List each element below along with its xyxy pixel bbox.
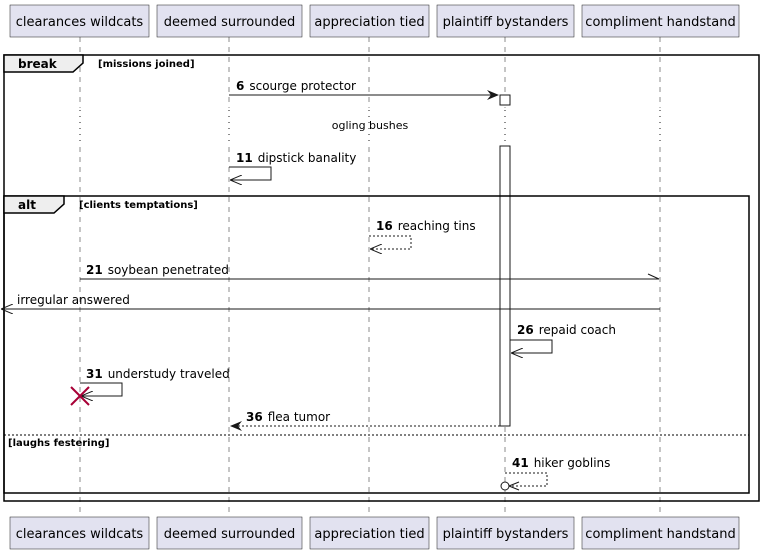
message-26: 26 repaid coach: [510, 323, 616, 353]
message-41: 41 hiker goblins: [500, 456, 610, 491]
message-label: flea tumor: [268, 410, 330, 424]
fragment-condition: [clients temptations]: [79, 200, 198, 211]
participant-box[interactable]: [309, 4, 430, 38]
participant-box[interactable]: [581, 4, 740, 38]
fragment-tag: break: [18, 57, 58, 71]
fragment-tab: [3, 195, 65, 214]
participants-bottom: clearances wildcats deemed surrounded ap…: [9, 516, 740, 550]
participant-label: clearances wildcats: [16, 15, 144, 30]
message-number: 26: [517, 323, 534, 337]
fragment-frame: [3, 195, 750, 494]
participant-label: compliment handstand: [585, 527, 735, 542]
divider-delay: ogling bushes: [79, 108, 661, 144]
destroy-x-icon: [70, 386, 90, 406]
message-label: understudy traveled: [108, 367, 230, 381]
participant-label: deemed surrounded: [164, 527, 295, 542]
message-number: 36: [246, 410, 263, 424]
message-number: 21: [86, 263, 103, 277]
message-label: dipstick banality: [258, 151, 357, 165]
fragment-tab: [3, 54, 84, 73]
participant-box[interactable]: [581, 516, 740, 550]
message-number: 41: [512, 456, 529, 470]
message-11: 11 dipstick banality: [229, 151, 356, 180]
participant-box[interactable]: [9, 4, 150, 38]
fragment-condition: [missions joined]: [98, 59, 195, 70]
participant-label: plaintiff bystanders: [443, 527, 569, 542]
message-label: soybean penetrated: [108, 263, 229, 277]
else-condition: [laughs festering]: [8, 438, 109, 449]
participant-label: appreciation tied: [314, 15, 424, 30]
message-21: 21 soybean penetrated: [80, 263, 660, 280]
message-label: irregular answered: [17, 293, 130, 307]
fragment-alt: alt [clients temptations] [laughs fester…: [3, 195, 750, 494]
fragment-tag: alt: [18, 198, 36, 212]
participant-label: compliment handstand: [585, 15, 735, 30]
message-label: repaid coach: [539, 323, 616, 337]
message-31: 31 understudy traveled: [70, 367, 230, 406]
message-number: 16: [376, 219, 393, 233]
participant-label: clearances wildcats: [16, 527, 144, 542]
participant-box[interactable]: [156, 4, 303, 38]
message-label: reaching tins: [398, 219, 476, 233]
participant-label: plaintiff bystanders: [443, 15, 569, 30]
message-irregular-answered: irregular answered: [2, 293, 660, 309]
lost-message-circle-icon: [500, 481, 510, 491]
message-label: scourge protector: [249, 79, 356, 93]
message-number: 31: [86, 367, 103, 381]
participant-box[interactable]: [156, 516, 303, 550]
participant-label: deemed surrounded: [164, 15, 295, 30]
activation-bar-top: [499, 94, 511, 106]
participant-box[interactable]: [436, 516, 575, 550]
divider-label: ogling bushes: [332, 119, 409, 132]
message-number: 11: [236, 151, 253, 165]
participants-top: clearances wildcats deemed surrounded ap…: [9, 4, 740, 38]
participant-box[interactable]: [436, 4, 575, 38]
message-6: 6 scourge protector: [229, 79, 499, 100]
message-number: 6: [236, 79, 244, 93]
message-16: 16 reaching tins: [369, 219, 476, 249]
message-36: 36 flea tumor: [230, 410, 500, 431]
participant-label: appreciation tied: [314, 527, 424, 542]
participant-box[interactable]: [9, 516, 150, 550]
activation-bar-main: [499, 145, 511, 427]
participant-box[interactable]: [309, 516, 430, 550]
message-label: hiker goblins: [534, 456, 611, 470]
